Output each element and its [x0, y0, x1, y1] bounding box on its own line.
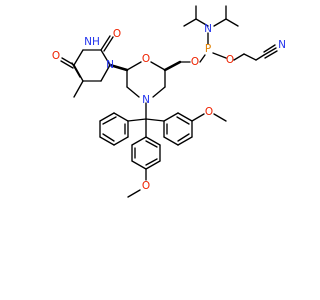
nitrile-nitrogen-label: N	[278, 39, 286, 51]
ester-oxygen-label: O	[226, 54, 234, 66]
atom-label-layer: NH O O N O N O P N O N O O	[52, 23, 286, 192]
morpholine-nitrogen-label: N	[142, 94, 150, 106]
morpholine-oxygen-label: O	[142, 53, 150, 65]
methoxy-oxygen-top-label: O	[205, 106, 213, 118]
linker-oxygen-label: O	[191, 56, 199, 68]
carbonyl-oxygen-top-label: O	[113, 28, 121, 40]
nh-label: NH	[84, 36, 100, 48]
bond-layer	[60, 5, 278, 198]
chemical-structure-diagram: NH O O N O N O P N O N O O	[52, 5, 286, 198]
amine-nitrogen-label: N	[204, 23, 212, 35]
phosphorus-label: P	[205, 43, 211, 55]
methoxy-oxygen-bottom-label: O	[142, 180, 150, 192]
uracil-nitrogen-label: N	[106, 59, 114, 71]
carbonyl-oxygen-left-label: O	[52, 50, 60, 62]
